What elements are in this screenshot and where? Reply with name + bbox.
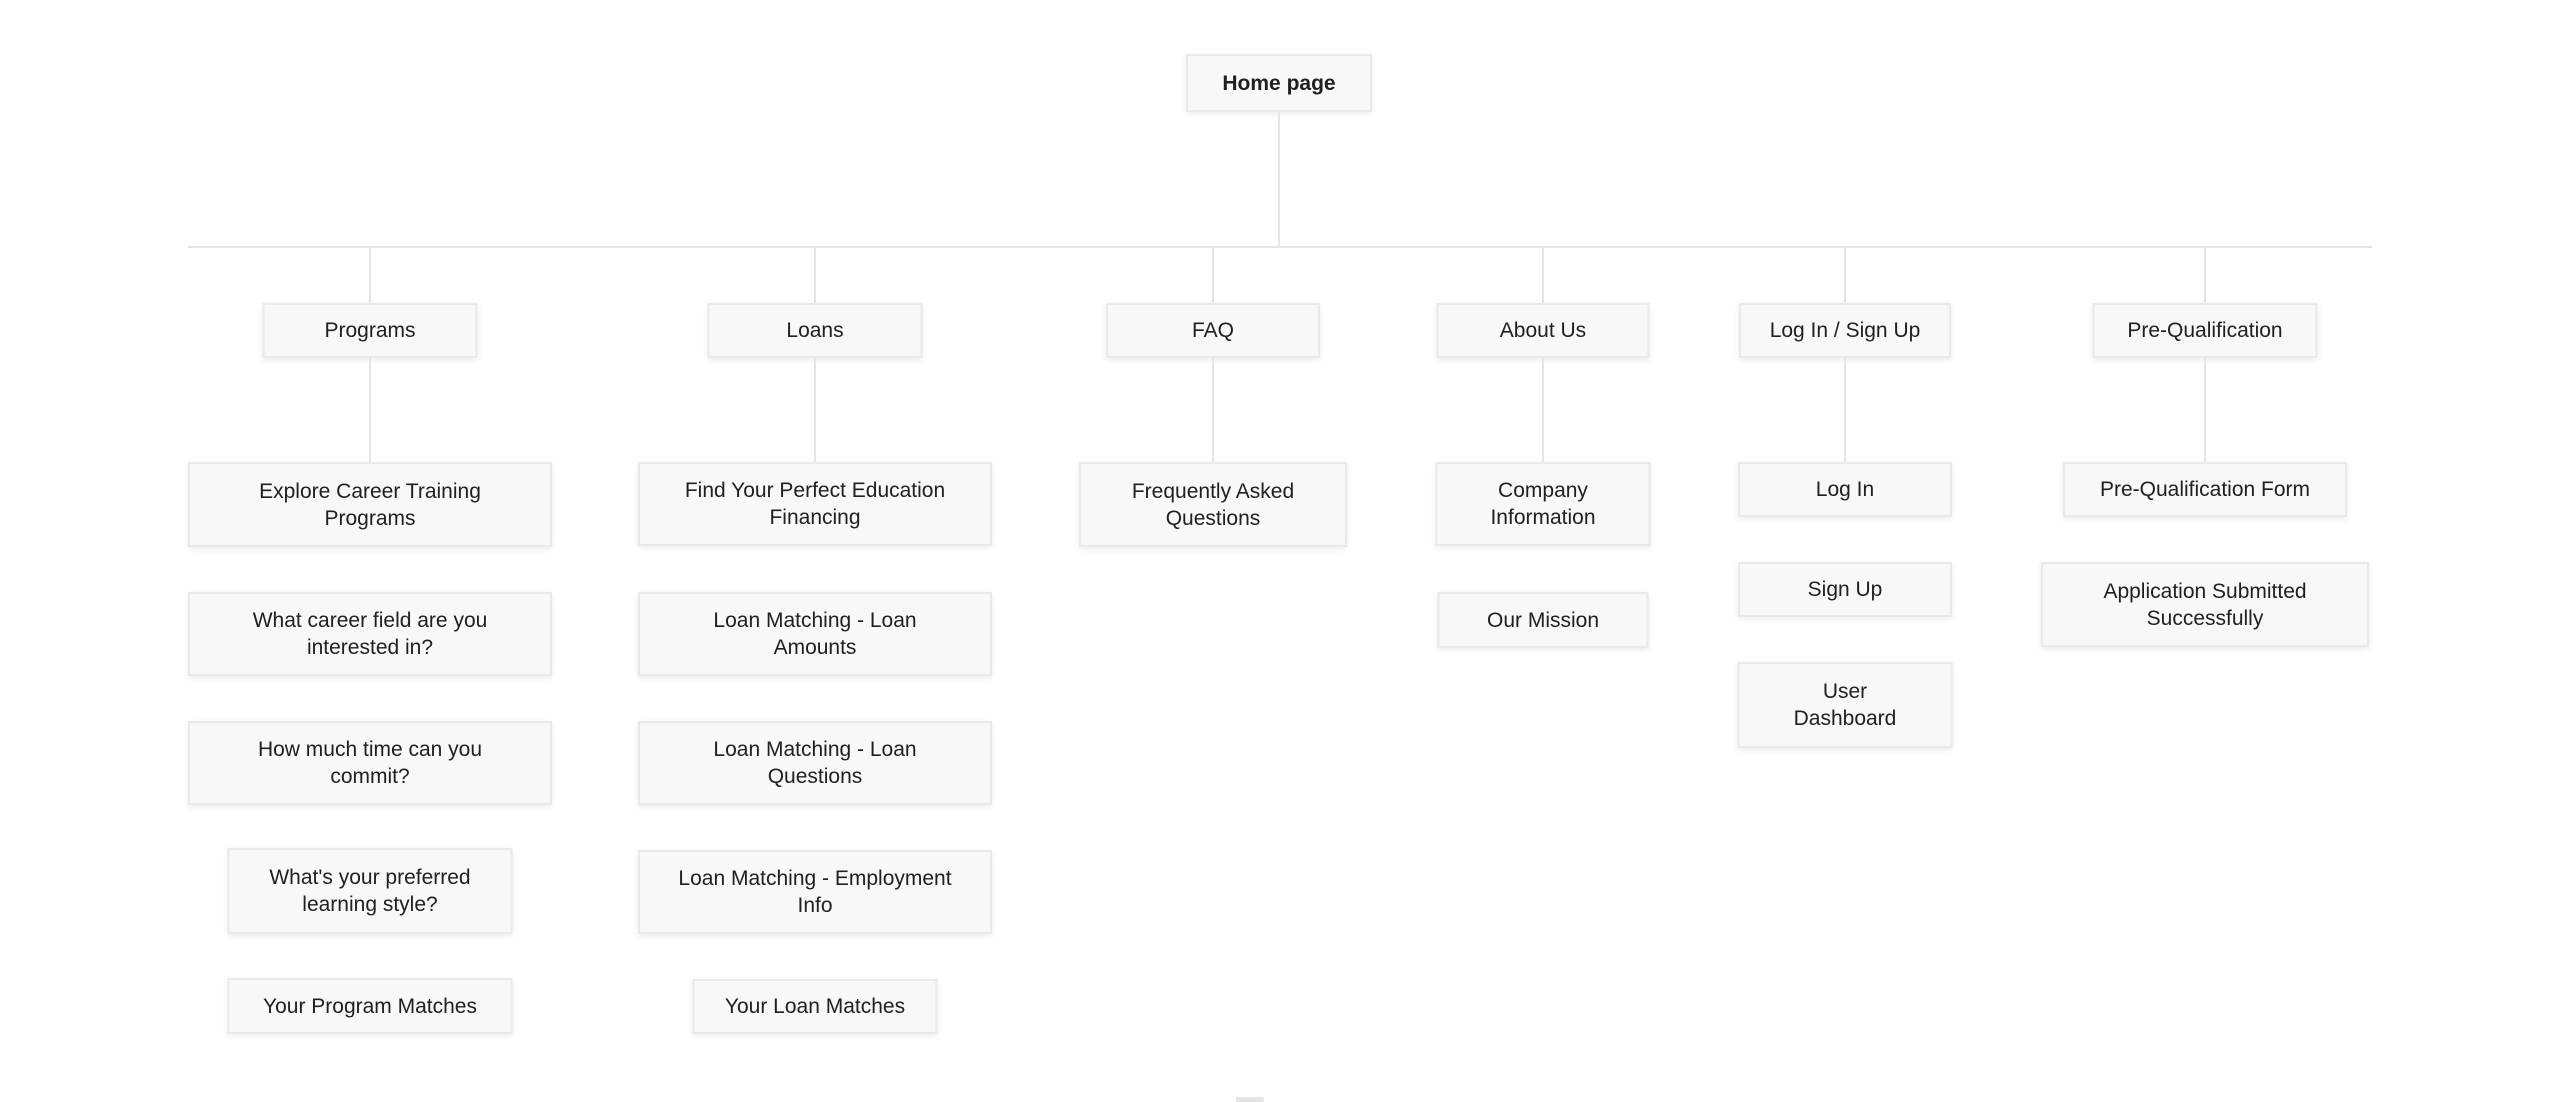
connector-child-drop: [369, 358, 371, 462]
node-label: Find Your Perfect Education Financing: [684, 479, 946, 529]
node-label: Log In / Sign Up: [1769, 319, 1921, 342]
node-label: FAQ: [1191, 319, 1234, 342]
node-label: Loan Matching - Loan Amounts: [713, 609, 917, 659]
node-your-loan-matches[interactable]: Your Loan Matches: [692, 979, 938, 1034]
node-loan-matching-employment-info[interactable]: Loan Matching - Employment Info: [638, 850, 992, 934]
node-label: Loans: [786, 319, 844, 342]
connector-trunk: [188, 246, 2372, 248]
node-label: Loan Matching - Employment Info: [678, 867, 952, 917]
node-label: Your Loan Matches: [724, 995, 906, 1018]
node-find-your-perfect-education-financing[interactable]: Find Your Perfect Education Financing: [638, 462, 992, 546]
node-label: Pre-Qualification Form: [2099, 478, 2311, 501]
node-label: Our Mission: [1486, 608, 1600, 632]
node-label: Company Information: [1490, 479, 1596, 529]
node-label: Home page: [1222, 71, 1336, 95]
node-label: Frequently Asked Questions: [1131, 479, 1295, 530]
node-company-information[interactable]: Company Information: [1435, 462, 1651, 546]
connector-child-drop: [1844, 358, 1846, 462]
node-user-dashboard[interactable]: User Dashboard: [1737, 662, 1953, 748]
node-frequently-asked-questions[interactable]: Frequently Asked Questions: [1079, 462, 1347, 547]
node-log-in-sign-up[interactable]: Log In / Sign Up: [1739, 303, 1951, 358]
node-faq[interactable]: FAQ: [1106, 303, 1320, 358]
node-label: User Dashboard: [1793, 680, 1897, 730]
node-programs[interactable]: Programs: [262, 303, 478, 358]
node-label: What's your preferred learning style?: [269, 866, 471, 916]
node-how-much-time-can-you-commit[interactable]: How much time can you commit?: [188, 721, 552, 805]
node-label: About Us: [1499, 319, 1587, 342]
node-sign-up[interactable]: Sign Up: [1738, 562, 1952, 617]
node-label: How much time can you commit?: [257, 738, 483, 788]
connector-parent-drop: [1542, 248, 1544, 303]
node-label: Loan Matching - Loan Questions: [713, 738, 917, 788]
node-label: Application Submitted Successfully: [2103, 579, 2307, 630]
node-loan-matching-loan-questions[interactable]: Loan Matching - Loan Questions: [638, 721, 992, 805]
node-log-in[interactable]: Log In: [1738, 462, 1952, 517]
node-explore-career-training-programs[interactable]: Explore Career Training Programs: [188, 462, 552, 547]
node-our-mission[interactable]: Our Mission: [1437, 592, 1649, 648]
connector-child-drop: [2204, 358, 2206, 462]
connector-root-drop: [1278, 112, 1280, 246]
node-what-career-field-are-you-interested-in[interactable]: What career field are you interested in?: [188, 592, 552, 676]
node-your-program-matches[interactable]: Your Program Matches: [227, 978, 513, 1034]
connector-parent-drop: [1212, 248, 1214, 303]
connector-parent-drop: [369, 248, 371, 303]
node-label: Pre-Qualification: [2127, 319, 2283, 342]
node-label: What career field are you interested in?: [252, 609, 488, 659]
node-label: Explore Career Training Programs: [259, 479, 481, 530]
node-about-us[interactable]: About Us: [1436, 303, 1650, 358]
node-application-submitted-successfully[interactable]: Application Submitted Successfully: [2041, 562, 2369, 647]
clipped-node-fragment: [1236, 1097, 1264, 1102]
node-loans[interactable]: Loans: [707, 303, 923, 358]
node-loan-matching-loan-amounts[interactable]: Loan Matching - Loan Amounts: [638, 592, 992, 676]
connector-parent-drop: [1844, 248, 1846, 303]
node-label: Programs: [324, 319, 416, 342]
connector-child-drop: [1212, 358, 1214, 462]
connector-parent-drop: [814, 248, 816, 303]
node-what-s-your-preferred-learning-style[interactable]: What's your preferred learning style?: [227, 848, 513, 934]
node-pre-qualification-form[interactable]: Pre-Qualification Form: [2063, 462, 2347, 517]
connector-child-drop: [814, 358, 816, 462]
node-label: Sign Up: [1807, 578, 1883, 601]
connector-child-drop: [1542, 358, 1544, 462]
connector-parent-drop: [2204, 248, 2206, 303]
node-home-page[interactable]: Home page: [1186, 54, 1372, 112]
node-pre-qualification[interactable]: Pre-Qualification: [2092, 303, 2318, 358]
node-label: Your Program Matches: [263, 994, 477, 1018]
node-label: Log In: [1815, 478, 1875, 501]
